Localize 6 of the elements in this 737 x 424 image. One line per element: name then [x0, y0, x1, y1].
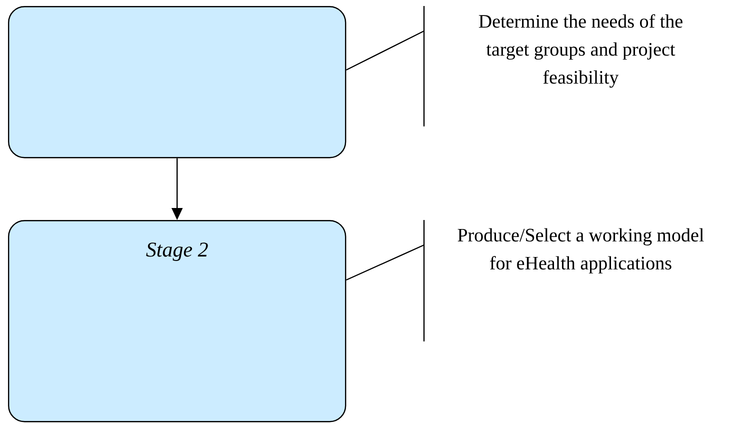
empty-box — [8, 6, 346, 158]
stage-box: Stage 2 — [8, 220, 346, 422]
callout-text: Determine the needs of the target groups and project feasibility — [423, 6, 682, 126]
leader-line — [346, 244, 424, 281]
leader-line — [346, 30, 424, 71]
callout-text: Produce/Select a working model for eHealth applications — [423, 220, 704, 342]
